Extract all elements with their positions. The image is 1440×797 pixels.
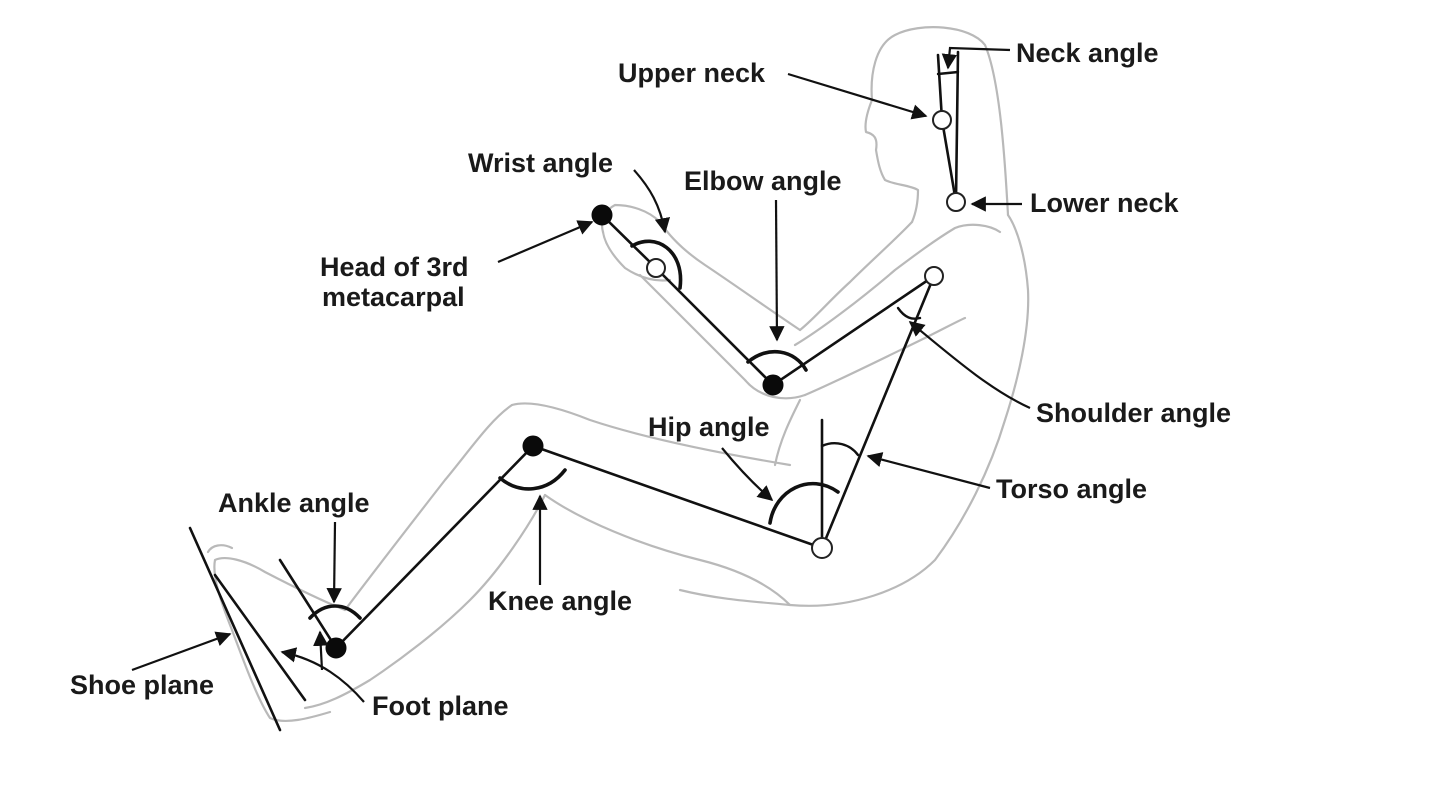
neck-segment <box>940 118 958 204</box>
back-outline <box>678 213 1030 607</box>
lower-neck-joint <box>946 192 966 212</box>
torso-angle-leader <box>866 452 991 490</box>
upper-neck-joint <box>932 110 952 130</box>
shoulder-angle-arc <box>896 306 922 320</box>
chest-outline <box>798 220 914 332</box>
wrist-angle-arc <box>630 239 683 290</box>
hip-angle-leader <box>721 447 774 502</box>
neck-head-ref <box>936 53 944 122</box>
calf-outline <box>543 493 792 607</box>
shin-outline-bottom <box>303 493 547 710</box>
elbow-joint <box>762 374 784 396</box>
foot-plane-line <box>278 558 338 650</box>
torso-segment <box>820 274 936 550</box>
forearm-segment <box>654 266 775 387</box>
shoe-plane-line-inner <box>213 573 307 702</box>
upper-neck-leader <box>787 72 928 120</box>
hip-angle-arc <box>768 481 840 525</box>
thigh-segment <box>531 444 824 550</box>
neck-vertical-ref <box>954 50 960 202</box>
upper-arm-outline-top <box>793 223 1002 347</box>
metacarpal-leader <box>497 220 594 264</box>
torso-angle-arc <box>820 442 860 457</box>
head-outline <box>864 26 1010 224</box>
hand-outline <box>601 230 672 282</box>
neck-angle-label: Neck angle <box>1016 38 1159 68</box>
hip-joint <box>811 537 833 559</box>
wrist-joint <box>646 258 666 278</box>
angle-arcs <box>308 70 960 620</box>
shoe-plane-leader <box>131 631 232 672</box>
foot-outline <box>213 556 347 722</box>
wrist-angle-leader <box>633 169 671 234</box>
leaders <box>131 46 1031 703</box>
forearm-outline-bottom <box>638 273 807 400</box>
elbow-angle-label: Elbow angle <box>684 166 842 196</box>
shoulder-joint <box>924 266 944 286</box>
torso-angle-label: Torso angle <box>996 474 1147 504</box>
ankle-joint <box>325 637 347 659</box>
labels: Neck angle Upper neck Wrist angle Elbow … <box>70 38 1231 721</box>
hip-angle-label: Hip angle <box>648 412 770 442</box>
shin-outline-top <box>343 403 514 612</box>
foot-plane-leader-tick <box>313 630 329 671</box>
shoulder-angle-label: Shoulder angle <box>1036 398 1231 428</box>
knee-angle-label: Knee angle <box>488 586 632 616</box>
upper-neck-label: Upper neck <box>618 58 766 88</box>
elbow-angle-arc <box>746 349 808 372</box>
lower-neck-label: Lower neck <box>1030 188 1180 218</box>
neck-angle-leader <box>941 46 1011 70</box>
ankle-angle-arc <box>308 604 362 620</box>
joints <box>325 110 966 659</box>
belly-outline <box>773 398 802 467</box>
ankle-angle-label: Ankle angle <box>218 488 370 518</box>
wrist-angle-label: Wrist angle <box>468 148 613 178</box>
skeleton <box>188 50 960 732</box>
knee-joint <box>522 435 544 457</box>
toe-outline <box>206 544 234 554</box>
metacarpal-label-line1: Head of 3rd <box>320 252 469 282</box>
shoe-plane-label: Shoe plane <box>70 670 214 700</box>
upper-arm-outline-bottom <box>803 316 967 397</box>
foot-plane-label: Foot plane <box>372 691 509 721</box>
thigh-outline-top <box>510 402 792 467</box>
metacarpal-joint <box>591 204 613 226</box>
hand-segment <box>600 213 658 270</box>
shoe-plane-line <box>188 526 282 732</box>
metacarpal-label-line2: metacarpal <box>322 282 465 312</box>
body-outline <box>206 26 1030 722</box>
elbow-angle-leader <box>769 199 785 342</box>
ankle-angle-leader <box>326 521 342 604</box>
foot-plane-leader <box>280 647 365 703</box>
knee-angle-arc <box>498 468 567 491</box>
upper-arm-segment <box>771 274 936 387</box>
shin-segment <box>334 444 535 650</box>
neck-angle-arc <box>936 70 960 76</box>
shoulder-angle-leader <box>908 321 1031 410</box>
